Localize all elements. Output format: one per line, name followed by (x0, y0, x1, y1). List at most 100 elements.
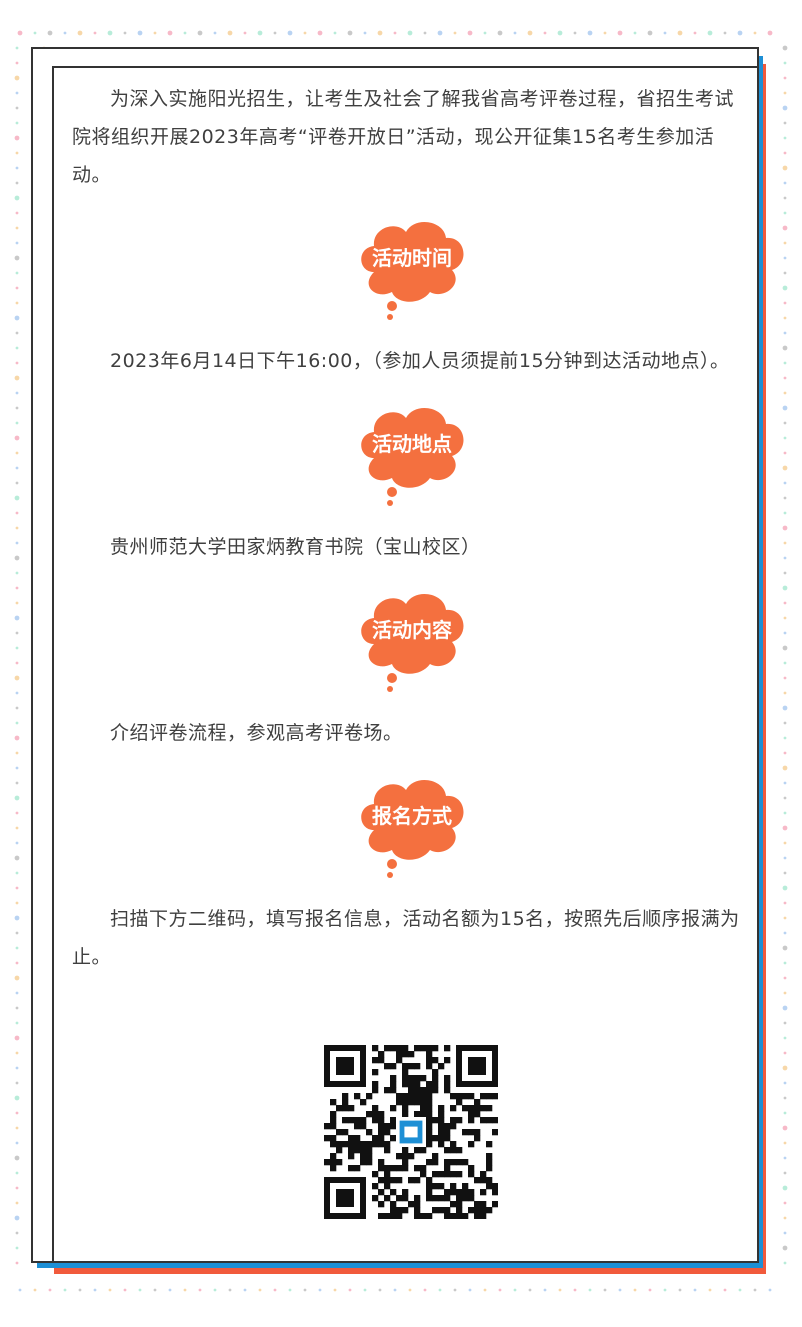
article-content: 为深入实施阳光招生，让考生及社会了解我省高考评卷过程，省招生考试院将组织开展20… (72, 80, 744, 976)
decor-dot (783, 736, 787, 740)
decor-dot (15, 166, 19, 170)
qr-module (372, 1069, 379, 1076)
qr-module (438, 1207, 445, 1214)
decor-dot (15, 961, 19, 965)
decor-dot (783, 661, 787, 665)
qr-module (408, 1075, 415, 1082)
qr-module (324, 1159, 331, 1166)
qr-module (366, 1147, 373, 1154)
qr-module (354, 1117, 361, 1124)
qr-module (444, 1189, 451, 1196)
decor-dot (33, 31, 37, 35)
qr-module (468, 1105, 475, 1112)
qr-module (474, 1213, 481, 1220)
decor-dot (782, 705, 788, 711)
section-heading-label: 活动内容 (372, 618, 452, 642)
decor-dot (783, 976, 787, 980)
qr-module (444, 1087, 451, 1094)
qr-module (468, 1171, 475, 1178)
qr-module (444, 1129, 451, 1136)
qr-module (420, 1147, 427, 1154)
qr-module (450, 1105, 457, 1112)
decor-dot (14, 375, 20, 381)
qr-module (402, 1165, 409, 1172)
decor-dot (783, 961, 787, 965)
decor-dot (15, 706, 19, 710)
qr-module (342, 1117, 349, 1124)
qr-module (390, 1213, 397, 1220)
qr-module (426, 1123, 433, 1130)
decor-dot (603, 1288, 607, 1292)
qr-module (474, 1135, 481, 1142)
decor-dot (783, 271, 787, 275)
decor-dot (15, 571, 19, 575)
cloud-badge: 活动内容 (352, 586, 472, 696)
decor-dot (15, 91, 19, 95)
qr-module (432, 1081, 439, 1088)
qr-module (384, 1129, 391, 1136)
qr-module (348, 1165, 355, 1172)
decor-dot (677, 30, 683, 36)
qr-module (462, 1183, 469, 1190)
decor-dot (723, 1288, 727, 1292)
decor-dot (783, 256, 787, 260)
decor-dot (783, 136, 787, 140)
decor-dot (14, 795, 20, 801)
decor-dot (15, 151, 19, 155)
decor-dot (15, 661, 19, 665)
qr-module (378, 1201, 385, 1208)
qr-module (432, 1087, 439, 1094)
decor-dot (783, 721, 787, 725)
decor-dot (783, 781, 787, 785)
section-heading-signup: 报名方式 (72, 772, 744, 882)
qr-module (438, 1105, 445, 1112)
qr-module (438, 1111, 445, 1118)
qr-module (378, 1189, 385, 1196)
decor-dot (48, 1288, 52, 1292)
qr-module (444, 1081, 451, 1088)
decor-dot (603, 31, 607, 35)
qr-module (390, 1123, 397, 1130)
qr-module (480, 1117, 487, 1124)
qr-module (414, 1195, 421, 1202)
qr-module (468, 1165, 475, 1172)
decor-dot (14, 1035, 20, 1041)
qr-module (372, 1135, 379, 1142)
decor-dot (783, 841, 787, 845)
qr-module (480, 1177, 487, 1184)
qr-module (360, 1117, 367, 1124)
decor-dot (14, 555, 20, 561)
qr-module (354, 1123, 361, 1130)
qr-module (414, 1213, 421, 1220)
qr-module (480, 1207, 487, 1214)
qr-module (450, 1141, 457, 1148)
decor-dot (528, 1288, 532, 1292)
decor-dot (783, 376, 787, 380)
qr-module (426, 1213, 433, 1220)
decor-dot (17, 30, 23, 36)
decor-dot (483, 1288, 487, 1292)
cloud-badge: 活动时间 (352, 214, 472, 324)
decor-dot (14, 915, 20, 921)
qr-module (450, 1147, 457, 1154)
decor-dot (15, 361, 19, 365)
qr-module (432, 1045, 439, 1052)
decor-dot (618, 1288, 622, 1292)
decor-dot (783, 1096, 787, 1100)
decor-dot (93, 1288, 97, 1292)
qr-module (372, 1111, 379, 1118)
decor-dot (14, 615, 20, 621)
decor-dot (123, 1288, 127, 1292)
decor-dot (47, 30, 53, 36)
decor-dot (707, 30, 713, 36)
qr-module (408, 1081, 415, 1088)
decor-dot (15, 1006, 19, 1010)
qr-module (462, 1129, 469, 1136)
qr-module (402, 1195, 409, 1202)
signup-qr-code[interactable] (324, 1045, 499, 1220)
qr-module (390, 1117, 397, 1124)
qr-module (492, 1189, 499, 1196)
qr-module (366, 1093, 373, 1100)
qr-module (426, 1189, 433, 1196)
decor-dot (77, 30, 83, 36)
